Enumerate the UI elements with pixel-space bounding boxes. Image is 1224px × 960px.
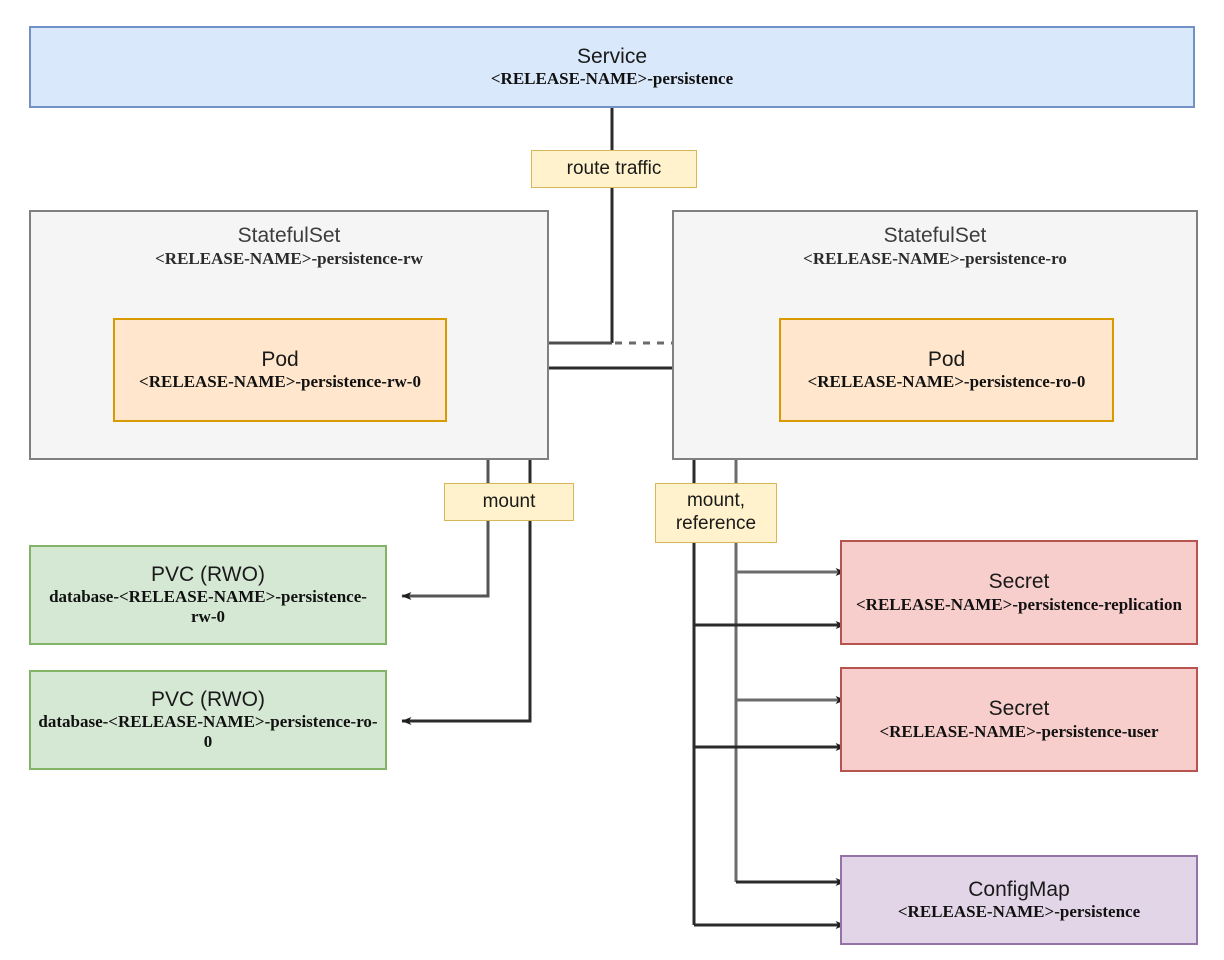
node-pvc-ro-name: database-<RELEASE-NAME>-persistence-ro-0: [38, 712, 378, 752]
node-pod-ro-name: <RELEASE-NAME>-persistence-ro-0: [807, 372, 1086, 392]
node-pvc-ro[interactable]: PVC (RWO) database-<RELEASE-NAME>-persis…: [29, 670, 387, 770]
node-pod-ro-kind: Pod: [927, 347, 966, 371]
group-statefulset-ro-kind: StatefulSet: [883, 224, 987, 247]
group-statefulset-ro-name: <RELEASE-NAME>-persistence-ro: [803, 248, 1067, 268]
group-statefulset-rw-name: <RELEASE-NAME>-persistence-rw: [155, 248, 423, 268]
node-pvc-rw[interactable]: PVC (RWO) database-<RELEASE-NAME>-persis…: [29, 545, 387, 645]
node-secret-user-kind: Secret: [988, 697, 1050, 721]
node-pod-rw-name: <RELEASE-NAME>-persistence-rw-0: [139, 372, 421, 392]
node-configmap[interactable]: ConfigMap <RELEASE-NAME>-persistence: [840, 855, 1198, 945]
edge-label-route-traffic[interactable]: route traffic: [531, 150, 697, 188]
node-secret-replication[interactable]: Secret <RELEASE-NAME>-persistence-replic…: [840, 540, 1198, 645]
node-pod-rw[interactable]: Pod <RELEASE-NAME>-persistence-rw-0: [113, 318, 447, 422]
node-pvc-rw-name: database-<RELEASE-NAME>-persistence-rw-0: [49, 587, 367, 627]
node-service-name: <RELEASE-NAME>-persistence: [490, 69, 734, 89]
node-service-kind: Service: [576, 44, 648, 68]
node-secret-replication-kind: Secret: [988, 570, 1050, 594]
node-pod-ro[interactable]: Pod <RELEASE-NAME>-persistence-ro-0: [779, 318, 1114, 422]
group-statefulset-rw-kind: StatefulSet: [237, 224, 341, 247]
node-secret-user-name: <RELEASE-NAME>-persistence-user: [879, 721, 1159, 741]
node-pvc-ro-kind: PVC (RWO): [151, 687, 265, 711]
edge-label-mount[interactable]: mount: [444, 483, 574, 521]
node-pvc-rw-kind: PVC (RWO): [151, 562, 265, 586]
edge-label-mount-reference[interactable]: mount, reference: [655, 483, 777, 543]
node-pod-rw-kind: Pod: [261, 347, 299, 371]
node-service[interactable]: Service <RELEASE-NAME>-persistence: [29, 26, 1195, 108]
edge-pod-ro-trunk-left: [734, 391, 779, 882]
node-secret-user[interactable]: Secret <RELEASE-NAME>-persistence-user: [840, 667, 1198, 772]
node-configmap-kind: ConfigMap: [968, 877, 1070, 901]
node-secret-replication-name: <RELEASE-NAME>-persistence-replication: [856, 594, 1182, 614]
edge-pod-ro-to-pvc-ro: [401, 366, 779, 725]
node-configmap-name: <RELEASE-NAME>-persistence: [897, 902, 1141, 922]
